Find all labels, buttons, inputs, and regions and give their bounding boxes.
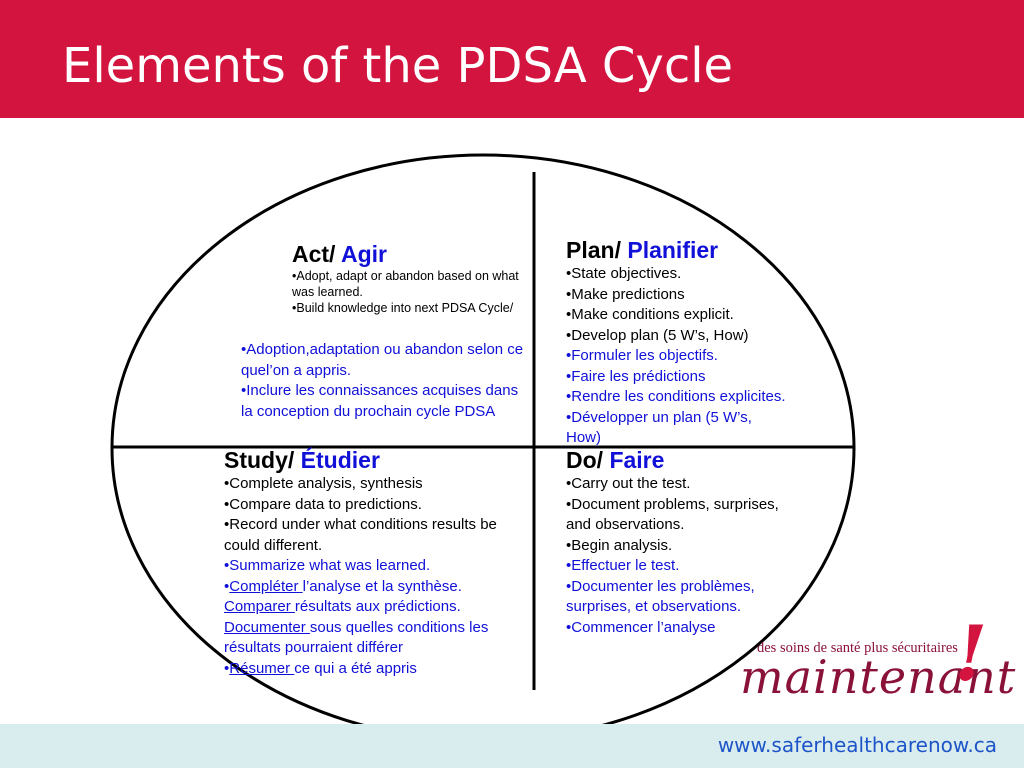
act-quadrant: Act/ Agir •Adopt, adapt or abandon based… bbox=[292, 240, 527, 316]
study-en-line: •Complete analysis, synthesis bbox=[224, 475, 423, 492]
plan-en-line: •Make conditions explicit. bbox=[566, 306, 734, 323]
plan-fr-line: •Faire les prédictions bbox=[566, 367, 706, 385]
act-fr-line: •Adoption,adaptation ou abandon selon ce… bbox=[241, 341, 524, 379]
study-fr-item: Comparer résultats aux prédictions. bbox=[224, 598, 461, 615]
do-fr-line: •Effectuer le test. bbox=[566, 557, 680, 574]
do-en-line: •Begin analysis. bbox=[566, 536, 673, 554]
study-summary-line: •Summarize what was learned. bbox=[224, 557, 431, 574]
act-fr-line: •Inclure les connaissances acquises dans… bbox=[241, 382, 519, 420]
footer-url-link[interactable]: www.saferhealthcarenow.ca bbox=[717, 733, 997, 757]
slide-title: Elements of the PDSA Cycle bbox=[62, 38, 734, 94]
title-bar: Elements of the PDSA Cycle bbox=[0, 0, 1024, 118]
act-en-line: •Build knowledge into next PDSA Cycle/ bbox=[292, 301, 514, 315]
do-en-line: •Document problems, surprises, and obser… bbox=[566, 495, 779, 534]
study-title: Study/ Étudier bbox=[224, 447, 380, 473]
do-title: Do/ Faire bbox=[566, 447, 665, 473]
study-fr-item: •Résumer ce qui a été appris bbox=[224, 659, 417, 677]
logo-tagline: des soins de santé plus sécuritaires bbox=[757, 640, 958, 656]
plan-fr-line: •Développer un plan (5 W’s, How) bbox=[566, 408, 752, 447]
footer-bar: www.saferhealthcarenow.ca bbox=[0, 724, 1024, 768]
plan-quadrant: Plan/ Planifier •State objectives. •Make… bbox=[566, 236, 821, 449]
do-en-line: •Carry out the test. bbox=[566, 475, 691, 492]
study-en-line: •Record under what conditions results be… bbox=[224, 516, 497, 554]
plan-title: Plan/ Planifier bbox=[566, 237, 719, 263]
logo-exclamation-icon: ! bbox=[954, 609, 988, 698]
study-fr-item: Documenter sous quelles conditions les r… bbox=[224, 618, 489, 657]
study-fr-item: •Compléter l’analyse et la synthèse. bbox=[224, 577, 462, 595]
plan-en-line: •Develop plan (5 W’s, How) bbox=[566, 326, 749, 344]
plan-en-line: •State objectives. bbox=[566, 265, 682, 282]
act-en-line: •Adopt, adapt or abandon based on what w… bbox=[292, 269, 519, 299]
study-quadrant: Study/ Étudier •Complete analysis, synth… bbox=[224, 446, 526, 679]
do-fr-line: •Commencer l’analyse bbox=[566, 618, 716, 636]
act-title: Act/ Agir bbox=[292, 241, 387, 267]
plan-fr-line: •Rendre les conditions explicites. bbox=[566, 388, 786, 405]
plan-en-line: •Make predictions bbox=[566, 285, 685, 303]
do-fr-line: •Documenter les problèmes, surprises, et… bbox=[566, 577, 755, 616]
logo-wordmark: maintenant bbox=[740, 650, 1017, 704]
study-en-line: •Compare data to predictions. bbox=[224, 495, 422, 513]
do-quadrant: Do/ Faire •Carry out the test. •Document… bbox=[566, 446, 794, 638]
act-french-block: •Adoption,adaptation ou abandon selon ce… bbox=[241, 340, 529, 422]
plan-fr-line: •Formuler les objectifs. bbox=[566, 347, 718, 364]
